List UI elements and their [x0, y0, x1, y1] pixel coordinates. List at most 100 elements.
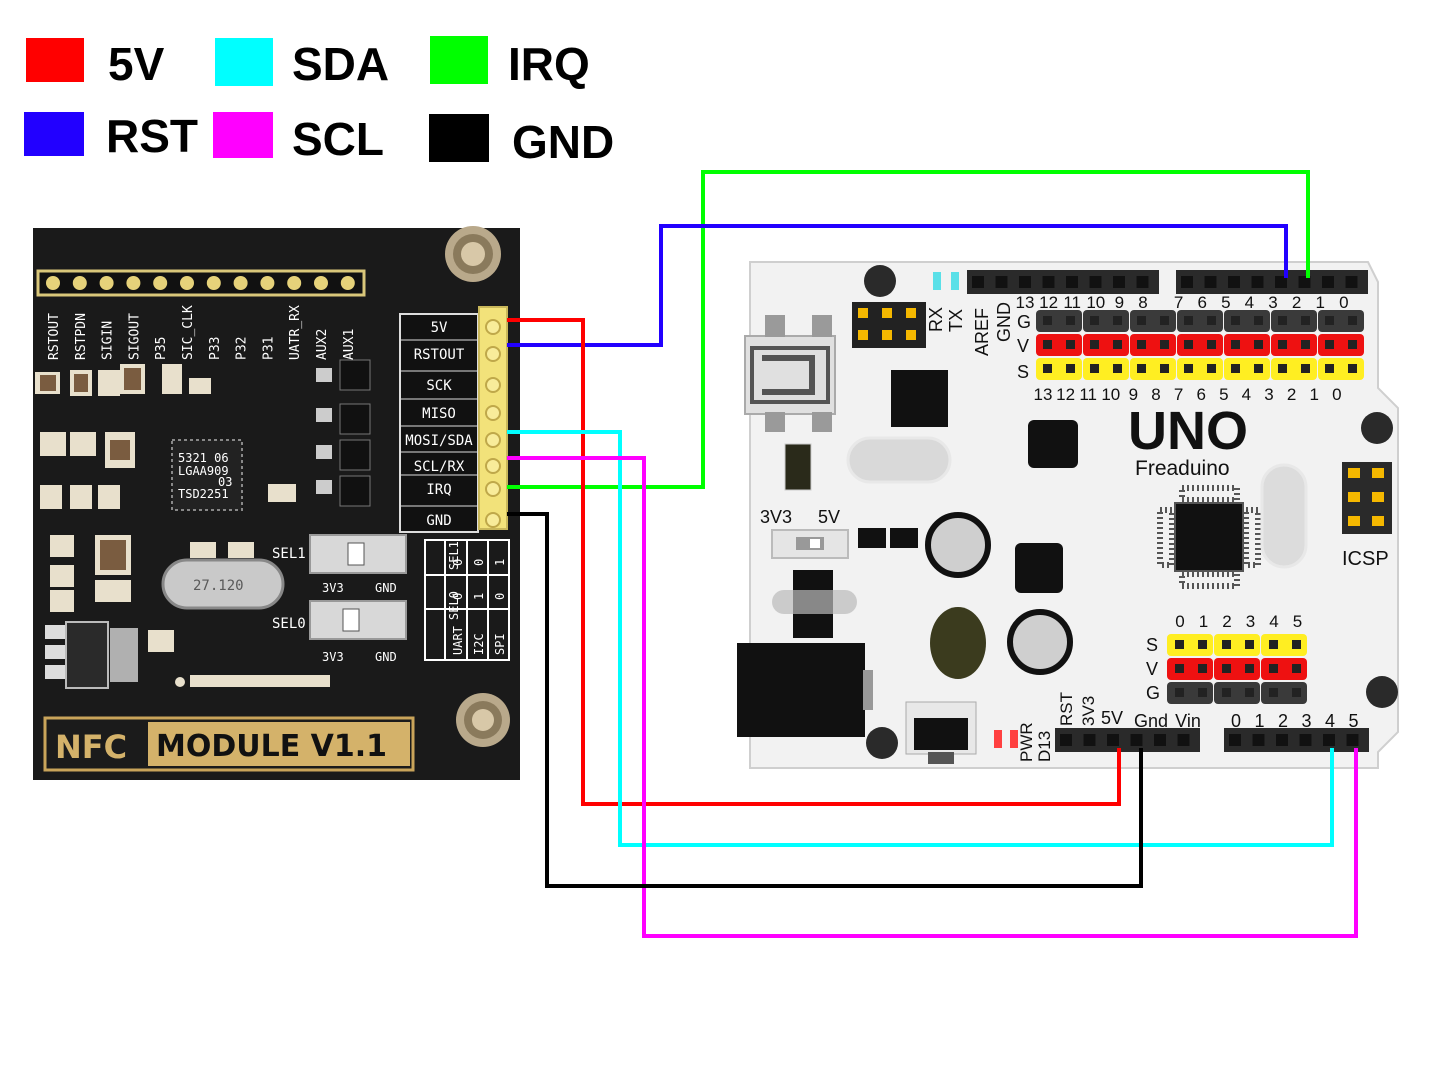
pin-hole — [1175, 664, 1184, 673]
pin-hole — [1301, 364, 1310, 373]
header-pad — [233, 276, 248, 290]
pin-hole — [1137, 340, 1146, 349]
uno-digital-headers — [967, 270, 1368, 380]
brand-module-text: MODULE V1.1 — [156, 729, 387, 764]
table-sel1: 1 — [493, 559, 507, 566]
header-hole — [1228, 276, 1240, 288]
digital-pin-label-top: 4 — [1245, 293, 1254, 312]
pin-hole — [1301, 340, 1310, 349]
header-hole — [1136, 276, 1149, 288]
table-sel0: 0 — [493, 593, 507, 600]
digital-pin-label-bottom: 6 — [1196, 385, 1205, 404]
voltage-switch[interactable]: 3V3 5V — [760, 507, 849, 559]
mount-hole-3 — [1366, 676, 1398, 708]
header-hole — [1019, 276, 1031, 288]
d13-led — [1010, 730, 1018, 748]
header-pin-label: AUX2 — [315, 329, 330, 360]
pin-hole — [1113, 316, 1122, 325]
svg-text:3V3: 3V3 — [322, 650, 344, 664]
digital-pin-label-bottom: 1 — [1309, 385, 1318, 404]
pin-hole — [1222, 664, 1231, 673]
svg-text:5V: 5V — [818, 507, 840, 527]
pin-hole — [1325, 316, 1334, 325]
header-pin-label: RSTOUT — [47, 313, 62, 360]
top-header-pads — [46, 276, 355, 290]
side-pin — [485, 319, 501, 335]
table-sel1: 0 — [472, 559, 486, 566]
nfc-chip: 5321 06 LGAA909 03 TSD2251 — [171, 439, 243, 511]
aref-label: AREF — [972, 308, 992, 356]
header-hole — [1276, 734, 1288, 746]
digital-pin-label-bottom: 11 — [1079, 385, 1097, 404]
svg-text:5321 06: 5321 06 — [178, 451, 229, 465]
legend: 5V SDA IRQ RST SCL GND — [24, 36, 614, 168]
pin-hole — [1160, 316, 1169, 325]
header-hole — [1154, 734, 1166, 746]
sensor-row-block — [1318, 310, 1364, 332]
digital-pin-label-top: 12 — [1039, 293, 1058, 312]
pin-hole — [1160, 340, 1169, 349]
header-hole — [1346, 734, 1359, 746]
analog-row-block — [1261, 658, 1307, 680]
side-pin — [485, 512, 501, 528]
reset-button[interactable] — [905, 701, 977, 764]
header-hole — [1042, 276, 1055, 288]
analog-pin-label: 3 — [1246, 612, 1255, 631]
side-pin-label: SCL/RX — [414, 459, 465, 475]
pin-hole — [1254, 364, 1263, 373]
header-hole — [1229, 734, 1241, 746]
analog-pin-label: 5 — [1293, 612, 1302, 631]
uno-row-labels: GVS — [1017, 312, 1031, 382]
pin-hole — [1245, 640, 1254, 649]
header-hole — [1252, 734, 1265, 746]
pin-hole — [1113, 340, 1122, 349]
bottom-analog-label: 1 — [1254, 711, 1264, 731]
digital-pin-label-bottom: 7 — [1174, 385, 1183, 404]
digital-pin-label-bottom: 0 — [1332, 385, 1341, 404]
legend-label-irq: IRQ — [508, 38, 590, 90]
sensor-row-block — [1271, 310, 1317, 332]
switch-sel0[interactable]: SEL0 3V3 GND — [272, 600, 407, 664]
header-pin-label: SIGOUT — [127, 313, 142, 360]
header-pad — [46, 276, 60, 290]
digital-pin-label-bottom: 8 — [1151, 385, 1160, 404]
tantalum-cap — [930, 607, 986, 679]
power-pin-label: Vin — [1175, 711, 1201, 731]
switch-sel1[interactable]: SEL1 3V3 GND — [272, 534, 407, 595]
pin-hole — [1231, 364, 1240, 373]
pin-hole — [1207, 364, 1216, 373]
sensor-row-block — [1083, 358, 1129, 380]
header-pad — [72, 276, 87, 290]
rx-led — [933, 272, 941, 290]
row-label: V — [1017, 336, 1029, 356]
power-pin-label: D13 — [1035, 731, 1054, 762]
sensor-row-block — [1130, 334, 1176, 356]
header-hole — [1181, 276, 1193, 288]
table-sel0: 0 — [451, 593, 465, 600]
table-mode: UART — [451, 626, 465, 655]
legend-swatch-5v — [26, 38, 84, 82]
analog-row-block — [1167, 634, 1213, 656]
pin-hole — [1137, 364, 1146, 373]
svg-text:ICSP: ICSP — [1342, 548, 1389, 570]
svg-text:SEL0: SEL0 — [272, 616, 306, 632]
sensor-row-block — [1083, 310, 1129, 332]
header-hole — [995, 276, 1008, 288]
digital-pin-label-bottom: 13 — [1034, 385, 1053, 404]
analog-row-block — [1167, 682, 1213, 704]
svg-text:GND: GND — [375, 650, 397, 664]
side-pin — [485, 481, 501, 497]
mount-hole-2 — [1361, 412, 1393, 444]
pin-hole — [1090, 364, 1099, 373]
digital-pin-label-top: 3 — [1268, 293, 1277, 312]
bottom-analog-label: 0 — [1231, 711, 1241, 731]
pin-hole — [1348, 316, 1357, 325]
digital-pin-label-top: 6 — [1197, 293, 1206, 312]
side-pin-label: MISO — [422, 406, 456, 422]
sensor-row-block — [1036, 334, 1082, 356]
mounting-bolt-bottom — [456, 693, 510, 747]
legend-label-scl: SCL — [292, 113, 384, 165]
bottom-analog-label: 4 — [1325, 711, 1335, 731]
